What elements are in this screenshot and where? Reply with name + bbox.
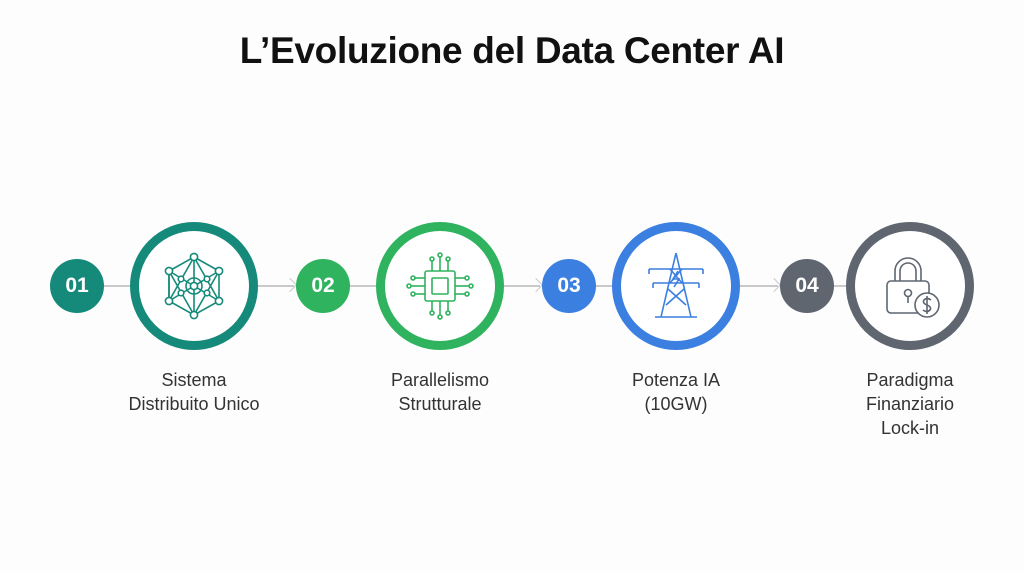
step-label-line: Lock-in bbox=[880, 418, 940, 438]
connector-line bbox=[104, 285, 134, 287]
step-icon-ring bbox=[130, 222, 258, 350]
chip-icon bbox=[406, 252, 474, 320]
diagram-title: L’Evoluzione del Data Center AI bbox=[239, 30, 785, 71]
arrow-head-icon bbox=[766, 277, 782, 293]
step-label-line: Paradigma bbox=[866, 370, 954, 390]
lock-dollar-icon bbox=[886, 257, 940, 318]
step-label-line: Sistema bbox=[161, 370, 227, 390]
power-tower-icon bbox=[648, 252, 704, 318]
connector-line bbox=[738, 285, 778, 287]
arrow-head-icon bbox=[528, 277, 544, 293]
step-number-badge: 02 bbox=[296, 259, 350, 313]
step-label-line: (10GW) bbox=[644, 394, 708, 414]
step-number-badge: 03 bbox=[542, 259, 596, 313]
step-label: Paradigma Finanziario Lock-in bbox=[810, 368, 1010, 440]
step-number-badge: 04 bbox=[780, 259, 834, 313]
step-label-line: Strutturale bbox=[398, 394, 482, 414]
connector-line bbox=[834, 285, 848, 287]
step-label: Parallelismo Strutturale bbox=[340, 368, 540, 416]
step-label-line: Potenza IA bbox=[631, 370, 721, 390]
step-label-line: Finanziario bbox=[865, 394, 955, 414]
step-label-line: Distribuito Unico bbox=[128, 394, 260, 414]
step-label: Potenza IA (10GW) bbox=[576, 368, 776, 416]
step-icon-ring bbox=[846, 222, 974, 350]
network-mesh-icon bbox=[164, 252, 224, 320]
step-icon-ring bbox=[376, 222, 504, 350]
step-number-badge: 01 bbox=[50, 259, 104, 313]
step-icon-ring bbox=[612, 222, 740, 350]
connector-line bbox=[256, 285, 294, 287]
connector-line bbox=[500, 285, 540, 287]
step-label: Sistema Distribuito Unico bbox=[94, 368, 294, 416]
step-label-line: Parallelismo bbox=[390, 370, 490, 390]
connector-line bbox=[350, 285, 378, 287]
connector-line bbox=[596, 285, 614, 287]
arrow-head-icon bbox=[282, 277, 298, 293]
